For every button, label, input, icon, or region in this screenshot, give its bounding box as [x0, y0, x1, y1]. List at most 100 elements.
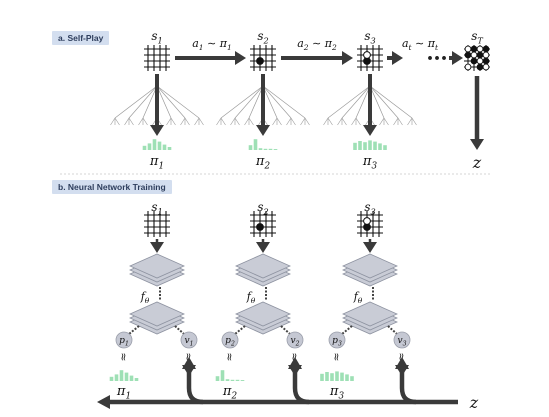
approx-sign: ≈ — [182, 352, 195, 361]
stone — [476, 57, 484, 65]
dotted-connector — [387, 325, 398, 335]
dotted-connector — [174, 325, 185, 335]
stone — [470, 57, 478, 65]
network-layer — [129, 253, 185, 279]
search-arrow — [256, 74, 270, 136]
policy-bar — [335, 371, 339, 381]
tree-branch — [323, 117, 329, 126]
tree-branch — [248, 117, 254, 126]
action-arrow-3 — [387, 51, 403, 65]
stone — [482, 63, 490, 71]
state-label: s1 — [151, 29, 162, 45]
tree-branch — [142, 85, 158, 119]
tree-branch — [110, 117, 116, 126]
tree-branch — [248, 85, 264, 119]
tree-branch — [286, 117, 292, 126]
tree-branch — [234, 117, 240, 126]
approx-sign: ≈ — [288, 352, 301, 361]
value-target-arrow — [292, 368, 310, 405]
tree-branch — [142, 117, 148, 126]
policy-bar — [134, 378, 139, 381]
tree-branch — [355, 117, 361, 126]
approx-sign: ≈ — [395, 352, 408, 361]
train-policy-label: π1 — [116, 384, 131, 402]
tree-branch — [262, 85, 278, 119]
outcome-feedback — [97, 357, 458, 409]
value-node — [393, 331, 411, 349]
dotted-connector — [280, 325, 291, 335]
tree-branch — [138, 117, 144, 126]
policy-bar — [363, 142, 367, 150]
training-label: b. Neural Network Training — [52, 180, 172, 194]
policy-bars — [353, 140, 387, 150]
action-arrow-1 — [175, 51, 246, 65]
tree-branch — [337, 117, 343, 126]
board-s1 — [144, 45, 170, 71]
value-node-label: v3 — [398, 336, 407, 348]
train-state-label: s2 — [257, 200, 268, 216]
value-node — [180, 331, 198, 349]
policy-bar — [129, 375, 134, 381]
tree-branch — [230, 117, 236, 126]
policy-bar — [358, 141, 362, 150]
value-node-label: v1 — [185, 336, 194, 348]
network-input-stack — [235, 253, 291, 287]
arrow-head — [342, 51, 353, 65]
policy-bar — [350, 376, 354, 381]
tree-branch — [369, 85, 385, 119]
action-arrow-4 — [449, 51, 463, 65]
network-output-stack — [342, 301, 398, 335]
outcome-arrow — [470, 76, 484, 150]
policy-bar — [253, 139, 258, 150]
train-board — [250, 211, 276, 237]
policy-bar — [225, 379, 230, 381]
train-state-label: s1 — [151, 200, 162, 216]
value-target-head — [288, 357, 302, 369]
dotted-connector — [128, 325, 140, 335]
policy-bar — [119, 370, 124, 381]
dotted-connector — [341, 325, 353, 335]
tree-branch — [244, 117, 250, 126]
policy-node — [328, 331, 346, 349]
tree-branch — [184, 117, 190, 126]
policy-bar — [109, 376, 114, 381]
approx-sign: ≈ — [223, 352, 236, 361]
ellipsis: ••• — [426, 52, 447, 65]
policy-bar — [345, 374, 349, 381]
value-target-arrow — [399, 368, 417, 405]
policy-bar — [378, 143, 382, 150]
value-target-head — [395, 357, 409, 369]
stone — [464, 51, 472, 59]
final-state-label: sT — [471, 29, 483, 45]
policy-label: π3 — [362, 154, 378, 172]
train-policy-bars — [109, 370, 139, 381]
policy-bar — [258, 148, 263, 150]
value-target-head — [182, 357, 196, 369]
tree-branch — [234, 85, 264, 119]
tree-branch — [128, 117, 134, 126]
policy-bar — [373, 141, 377, 150]
self-play-label: a. Self-Play — [52, 31, 110, 45]
tree-branch — [341, 117, 347, 126]
stone — [482, 51, 490, 59]
tree-branch — [369, 85, 413, 119]
stone — [476, 45, 484, 53]
policy-bar — [240, 380, 245, 381]
tree-branch — [369, 85, 399, 119]
policy-node-label: p2 — [225, 336, 235, 348]
policy-bar — [157, 141, 162, 150]
tree-branch — [355, 85, 371, 119]
tree-branch — [220, 117, 226, 126]
arrow-head — [256, 242, 270, 253]
policy-bar — [325, 372, 329, 381]
policy-bar — [162, 144, 167, 150]
tree-branch — [114, 85, 158, 119]
state-label: s3 — [364, 29, 375, 45]
policy-bar — [114, 374, 119, 381]
tree-branch — [180, 117, 186, 126]
policy-node-label: p1 — [119, 336, 129, 348]
tree-branch — [156, 85, 172, 119]
value-target-arrow — [186, 368, 204, 405]
